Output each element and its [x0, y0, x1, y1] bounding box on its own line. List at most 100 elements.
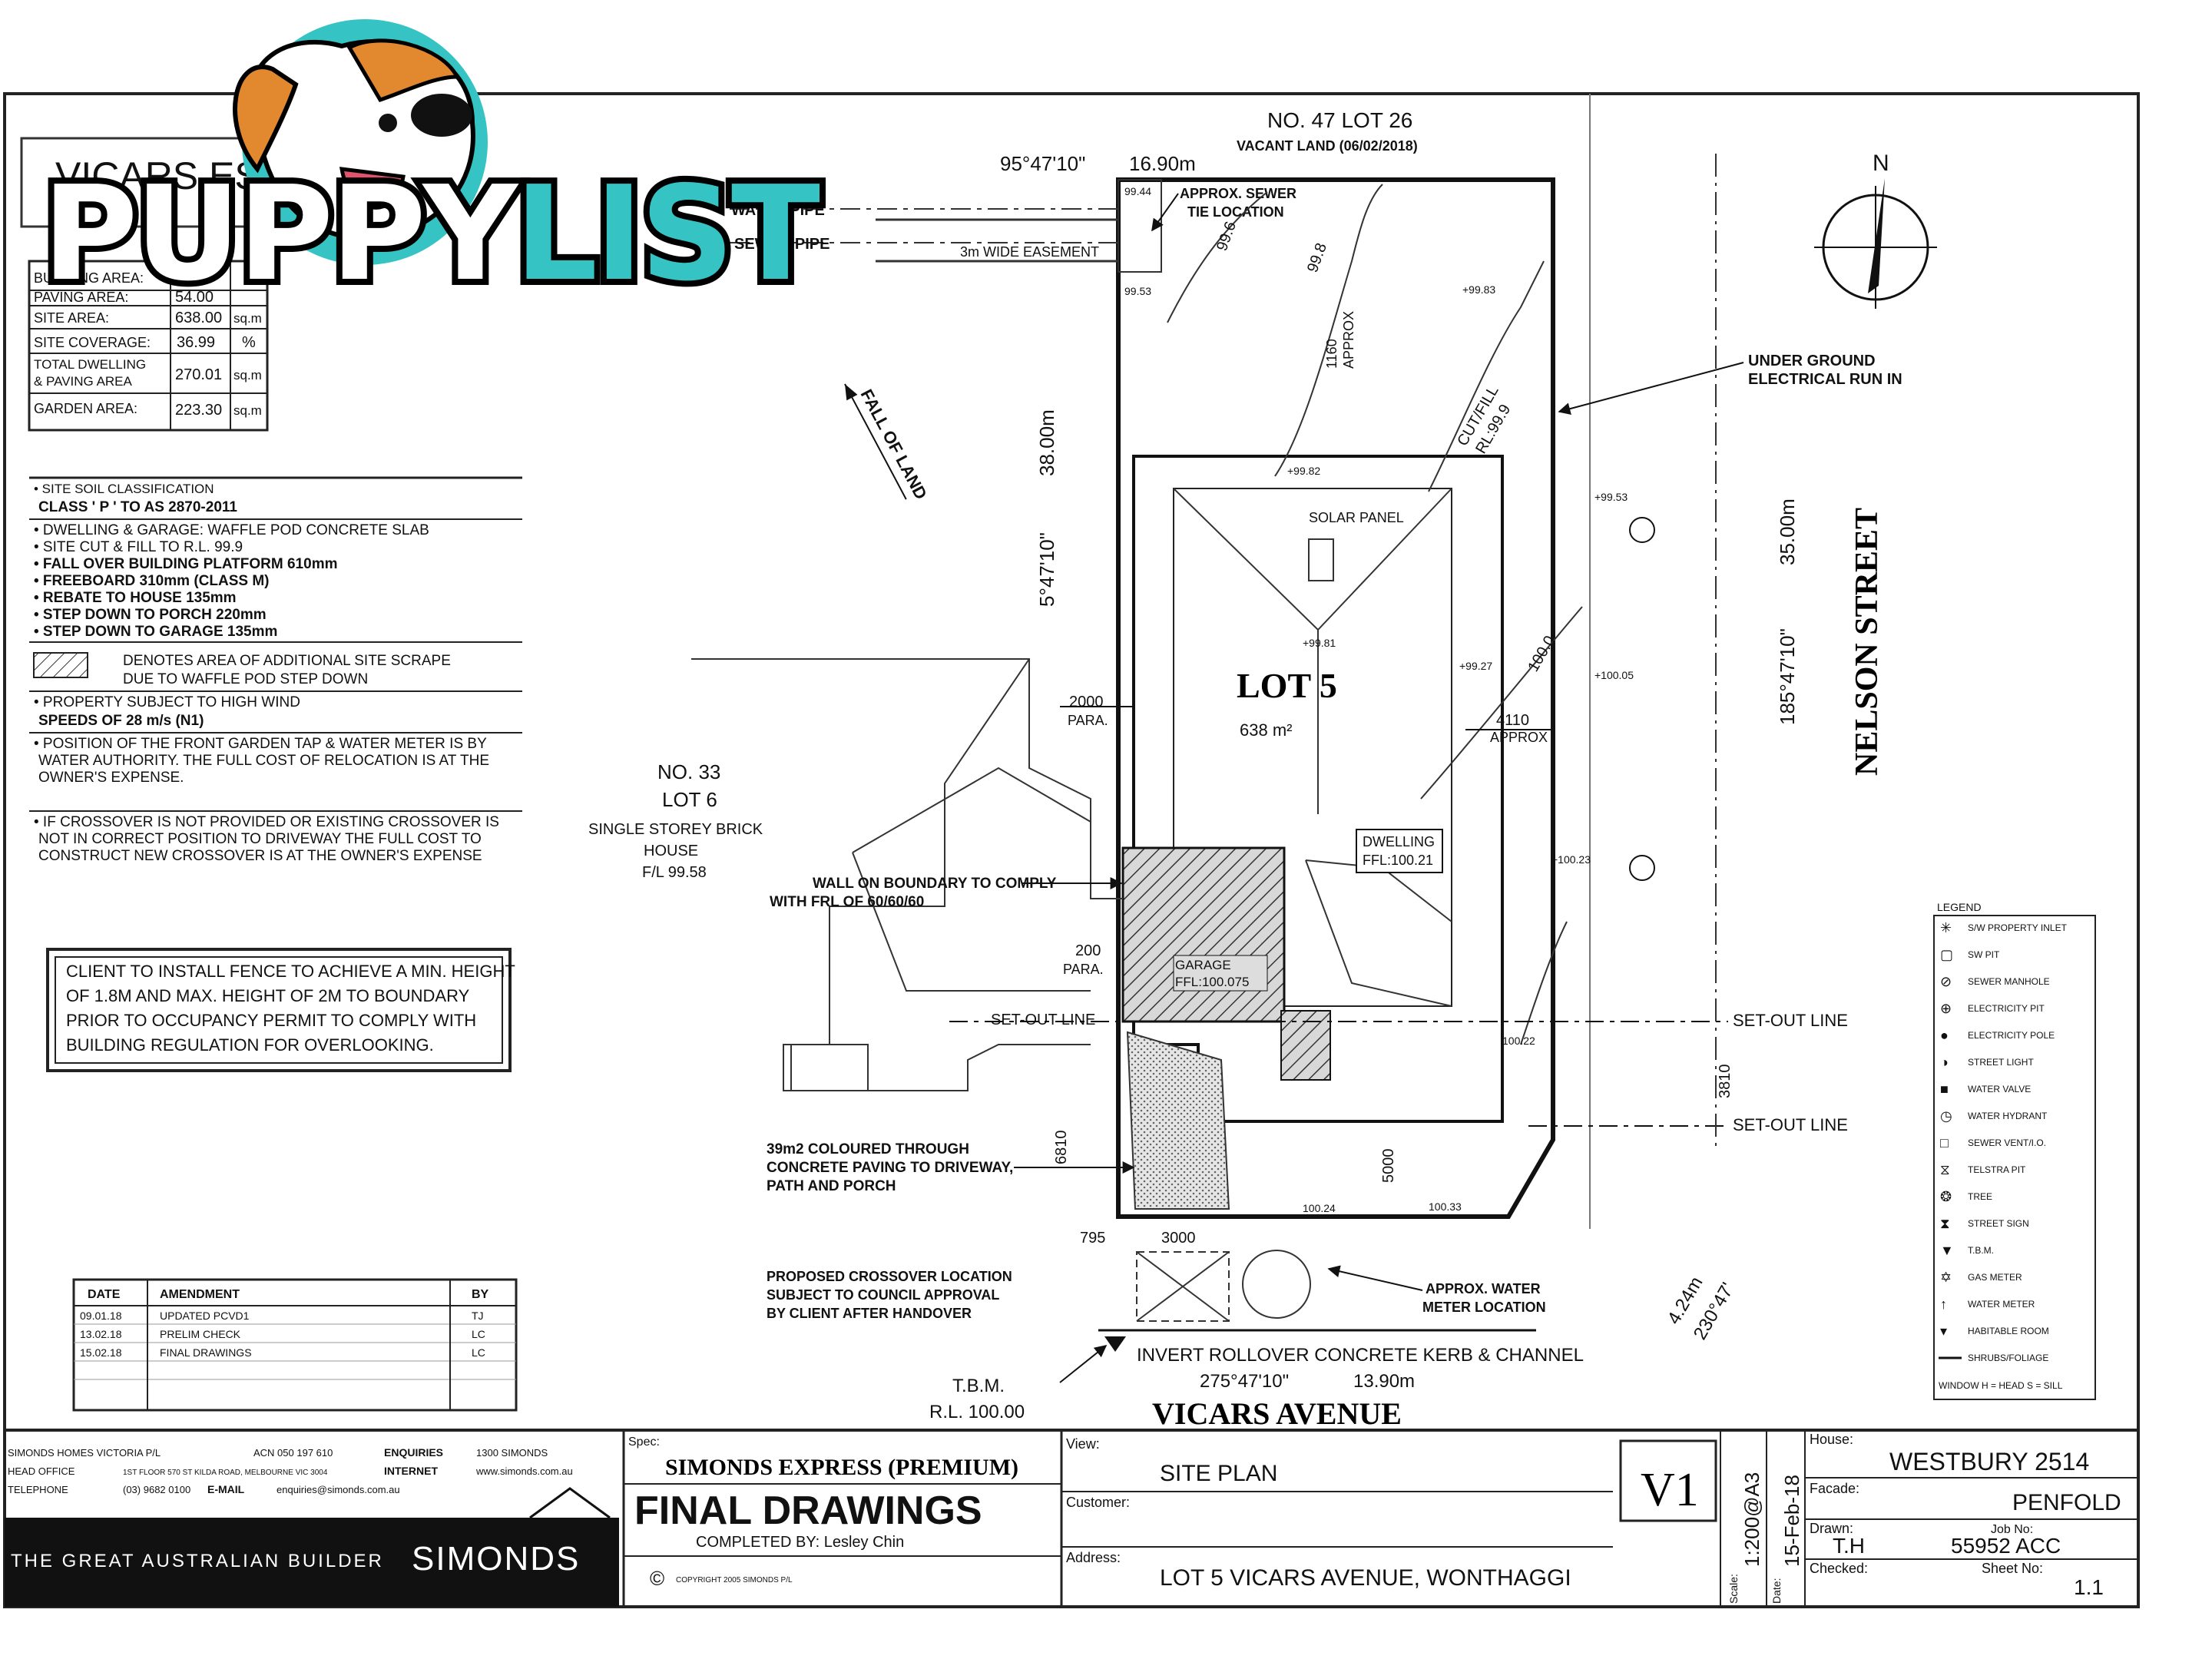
svg-text:ACN 050 197 610: ACN 050 197 610: [253, 1447, 333, 1459]
drawing-border: [3, 92, 2140, 1608]
svg-text:SOLAR PANEL: SOLAR PANEL: [1309, 510, 1404, 525]
svg-text:✡: ✡: [1940, 1270, 1952, 1285]
svg-text:↑: ↑: [1940, 1296, 1947, 1312]
svg-text:●: ●: [1940, 1028, 1949, 1043]
neighbour-house: [691, 658, 1123, 899]
svg-text:TIE LOCATION: TIE LOCATION: [1187, 204, 1284, 220]
svg-text:▾: ▾: [1940, 1323, 1947, 1339]
svg-text:Job No:: Job No:: [1991, 1523, 2033, 1536]
svg-text:99.44: 99.44: [1124, 185, 1151, 197]
logo-brand-list: LIST: [508, 158, 826, 310]
svg-text:PENFOLD: PENFOLD: [2012, 1490, 2121, 1515]
svg-text:BY CLIENT AFTER HANDOVER: BY CLIENT AFTER HANDOVER: [767, 1306, 972, 1321]
vicars-avenue-label: VICARS AVENUE: [1152, 1396, 1402, 1431]
svg-text:• SITE CUT & FILL TO R.L. 99.9: • SITE CUT & FILL TO R.L. 99.9: [34, 539, 243, 555]
svg-text:Date:: Date:: [1770, 1578, 1783, 1604]
svg-text:1ST FLOOR 570 ST KILDA ROAD, M: 1ST FLOOR 570 ST KILDA ROAD, MELBOURNE V…: [123, 1469, 328, 1477]
svg-text:SEWER MANHOLE: SEWER MANHOLE: [1968, 976, 2050, 987]
svg-text:13.90m: 13.90m: [1353, 1371, 1415, 1392]
garage-area: [1121, 846, 1286, 1023]
svg-text:❂: ❂: [1940, 1189, 1952, 1204]
svg-text:✳: ✳: [1940, 920, 1952, 935]
svg-text:LEGEND: LEGEND: [1937, 901, 1982, 913]
svg-text:1.1: 1.1: [2074, 1575, 2104, 1599]
svg-text:100.22: 100.22: [1502, 1035, 1535, 1047]
svg-text:SET-OUT LINE: SET-OUT LINE: [1733, 1115, 1848, 1134]
title-block: SIMONDS HOMES VICTORIA P/L ACN 050 197 6…: [5, 1429, 2138, 1607]
svg-text:GARDEN AREA:: GARDEN AREA:: [34, 401, 137, 416]
svg-text:Checked:: Checked:: [1810, 1561, 1868, 1576]
driveway-paving: [1126, 1031, 1230, 1210]
svg-text:STREET LIGHT: STREET LIGHT: [1968, 1057, 2034, 1068]
svg-text:• FREEBOARD 310mm (CLASS M): • FREEBOARD 310mm (CLASS M): [34, 573, 269, 589]
svg-text:2000: 2000: [1069, 694, 1104, 710]
svg-text:WATER METER: WATER METER: [1968, 1299, 2035, 1310]
lot-label: LOT 5: [1237, 666, 1337, 705]
svg-text:SET-OUT LINE: SET-OUT LINE: [991, 1012, 1095, 1028]
svg-text:PAVING AREA:: PAVING AREA:: [34, 290, 128, 305]
svg-text:House:: House:: [1810, 1432, 1853, 1447]
svg-text:223.30: 223.30: [175, 402, 222, 419]
svg-text:DATE: DATE: [88, 1288, 121, 1301]
svg-text:DWELLING: DWELLING: [1363, 834, 1435, 849]
svg-text:275°47'10": 275°47'10": [1200, 1371, 1289, 1392]
svg-text:PARA.: PARA.: [1068, 713, 1108, 728]
svg-text:APPROX. SEWER: APPROX. SEWER: [1180, 186, 1296, 201]
tree-icon: [1242, 1250, 1311, 1319]
svg-text:100.24: 100.24: [1303, 1202, 1336, 1214]
svg-text:⊕: ⊕: [1940, 1001, 1952, 1016]
svg-text:13.02.18: 13.02.18: [80, 1328, 122, 1340]
svg-text:PARA.: PARA.: [1063, 962, 1104, 977]
svg-text:METER LOCATION: METER LOCATION: [1422, 1300, 1546, 1315]
svg-text:• REBATE TO HOUSE 135mm: • REBATE TO HOUSE 135mm: [34, 590, 237, 606]
svg-text:• FALL OVER BUILDING PLATFORM: • FALL OVER BUILDING PLATFORM 610mm: [34, 556, 337, 572]
svg-text:WATER VALVE: WATER VALVE: [1968, 1084, 2031, 1094]
svg-text:V1: V1: [1641, 1464, 1699, 1516]
svg-text:INVERT ROLLOVER CONCRETE KERB: INVERT ROLLOVER CONCRETE KERB & CHANNEL: [1137, 1345, 1584, 1366]
svg-text:⊘: ⊘: [1940, 974, 1952, 989]
svg-text:ELECTRICAL RUN IN: ELECTRICAL RUN IN: [1748, 371, 1902, 388]
fence-note: CLIENT TO INSTALL FENCE TO ACHIEVE A MIN…: [46, 948, 515, 1072]
svg-text:PRELIM CHECK: PRELIM CHECK: [160, 1328, 241, 1340]
svg-text:1:200@A3: 1:200@A3: [1740, 1472, 1763, 1567]
svg-text:LC: LC: [472, 1328, 485, 1340]
svg-text:3810: 3810: [1717, 1065, 1734, 1099]
svg-text:+99.82: +99.82: [1287, 465, 1320, 477]
svg-text:SEWER PIPE: SEWER PIPE: [734, 236, 830, 253]
site-notes: • SITE SOIL CLASSIFICATION CLASS ' P ' T…: [29, 476, 522, 864]
svg-text:WALL ON BOUNDARY TO COMPLY: WALL ON BOUNDARY TO COMPLY: [813, 876, 1057, 892]
svg-text:Address:: Address:: [1066, 1550, 1121, 1565]
svg-text:ELECTRICITY PIT: ELECTRICITY PIT: [1968, 1003, 2045, 1014]
svg-text:(03) 9682 0100: (03) 9682 0100: [123, 1484, 190, 1495]
svg-text:• STEP DOWN TO PORCH 220mm: • STEP DOWN TO PORCH 220mm: [34, 607, 267, 623]
svg-text:+99.53: +99.53: [1594, 491, 1628, 503]
svg-text:LC: LC: [472, 1346, 485, 1359]
svg-text:□: □: [1940, 1135, 1949, 1151]
svg-text:CLIENT TO INSTALL FENCE TO ACH: CLIENT TO INSTALL FENCE TO ACHIEVE A MIN…: [66, 962, 515, 981]
svg-text:SET-OUT LINE: SET-OUT LINE: [1733, 1011, 1848, 1030]
svg-text:HOUSE: HOUSE: [644, 843, 698, 859]
svg-text:⧖: ⧖: [1940, 1162, 1950, 1177]
svg-text:INTERNET: INTERNET: [384, 1465, 438, 1477]
svg-text:SIMONDS EXPRESS (PREMIUM): SIMONDS EXPRESS (PREMIUM): [665, 1455, 1018, 1480]
svg-text:200: 200: [1075, 942, 1101, 959]
svg-text:99.6: 99.6: [1214, 220, 1240, 253]
svg-text:SPEEDS OF 28 m/s (N1): SPEEDS OF 28 m/s (N1): [38, 713, 204, 729]
svg-text:CONCRETE PAVING TO DRIVEWAY,: CONCRETE PAVING TO DRIVEWAY,: [767, 1160, 1013, 1176]
svg-text:◑: ◑: [1940, 1055, 1949, 1070]
svg-text:270.01: 270.01: [175, 366, 222, 383]
svg-text:795: 795: [1080, 1230, 1105, 1247]
svg-text:sq.m: sq.m: [233, 311, 262, 326]
svg-text:ENQUIRIES: ENQUIRIES: [384, 1446, 443, 1459]
svg-text:WATER AUTHORITY. THE FULL COST: WATER AUTHORITY. THE FULL COST OF RELOCA…: [38, 753, 489, 769]
legend: LEGEND ✳S/W PROPERTY INLET ▢SW PIT ⊘SEWE…: [1933, 901, 2096, 1400]
svg-text:CONSTRUCT NEW CROSSOVER IS AT: CONSTRUCT NEW CROSSOVER IS AT THE OWNER'…: [38, 848, 482, 864]
svg-text:638 m²: 638 m²: [1240, 720, 1292, 740]
svg-text:PATH AND PORCH: PATH AND PORCH: [767, 1178, 896, 1194]
svg-text:DUE TO WAFFLE POD STEP DOWN: DUE TO WAFFLE POD STEP DOWN: [123, 671, 368, 687]
svg-text:TELEPHONE: TELEPHONE: [8, 1484, 68, 1495]
svg-text:BUILDING REGULATION FOR OVERLO: BUILDING REGULATION FOR OVERLOOKING.: [66, 1035, 434, 1055]
svg-text:SHRUBS/FOLIAGE: SHRUBS/FOLIAGE: [1968, 1353, 2048, 1363]
svg-text:99.8: 99.8: [1304, 241, 1330, 275]
svg-text:NO. 33: NO. 33: [657, 760, 720, 783]
